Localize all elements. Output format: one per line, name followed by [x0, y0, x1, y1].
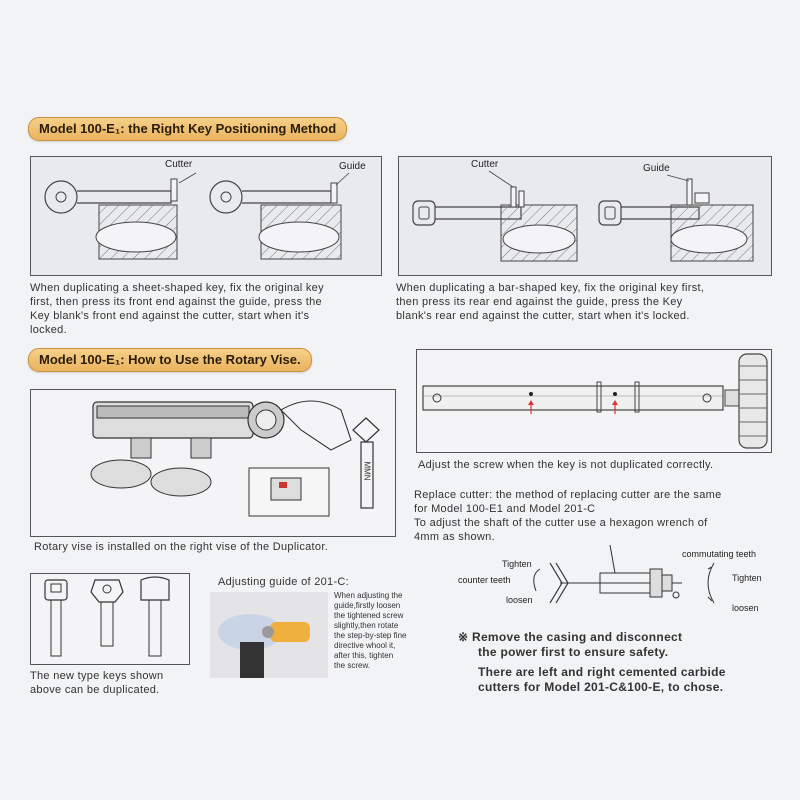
knurled-knob	[738, 353, 768, 449]
sheet-key-diagram: Cutter Guide	[30, 156, 382, 276]
safety-warning: ※ Remove the casing and disconnect the p…	[458, 630, 683, 659]
replace-cutter-text: Replace cutter: the method of replacing …	[414, 489, 722, 543]
sheet-key-illustration	[44, 172, 350, 260]
key-blank-icon	[352, 417, 380, 509]
counter-teeth-label: counter teeth	[458, 575, 511, 585]
adjust-screw-diagram	[416, 349, 772, 453]
three-keys-illustration	[44, 576, 170, 657]
adjust-guide-photo	[210, 592, 328, 678]
bar-key-diagram: Cutter Guide	[398, 156, 772, 276]
sheet-key-caption: When duplicating a sheet-shaped key, fix…	[30, 282, 324, 336]
commutating-teeth-label: commutating teeth	[682, 549, 757, 559]
new-keys-caption: The new type keys shown above can be dup…	[30, 670, 164, 696]
bar-key-caption: When duplicating a bar-shaped key, fix t…	[396, 282, 705, 322]
rotary-vise-diagram: MMN	[30, 389, 396, 537]
guide-label: Guide	[339, 161, 366, 172]
rotary-vise-illustration	[90, 400, 352, 517]
hand-wrench-photo	[218, 614, 310, 678]
screw-rail-illustration	[422, 353, 768, 449]
guide-label: Guide	[643, 163, 670, 174]
cutter-label: Cutter	[471, 159, 499, 170]
tighten-left-label: Tighten	[502, 559, 532, 569]
adjust-screw-caption: Adjust the screw when the key is not dup…	[418, 459, 714, 471]
cutter-shaft-illustration	[533, 544, 715, 604]
new-type-keys-illustration	[30, 573, 190, 665]
cutter-label: Cutter	[165, 159, 193, 170]
loosen-left-label: loosen	[506, 595, 533, 605]
bar-key-illustration	[412, 170, 754, 262]
loosen-right-label: loosen	[732, 603, 759, 613]
section-title-positioning: Model 100-E₁: the Right Key Positioning …	[28, 117, 348, 141]
adjust-guide-text: When adjusting the guide,firstly loosen …	[334, 591, 407, 670]
adjust-guide-title: Adjusting guide of 201-C:	[218, 576, 350, 588]
section-title-rotary-vise: Model 100-E₁: How to Use the Rotary Vise…	[28, 348, 312, 372]
key-stamp: MMN	[362, 461, 372, 481]
cutter-shaft-diagram: Tighten counter teeth loosen commutating…	[450, 544, 790, 625]
cutters-note: There are left and right cemented carbid…	[478, 665, 726, 694]
rotary-vise-caption: Rotary vise is installed on the right vi…	[34, 541, 329, 553]
tighten-right-label: Tighten	[732, 573, 762, 583]
